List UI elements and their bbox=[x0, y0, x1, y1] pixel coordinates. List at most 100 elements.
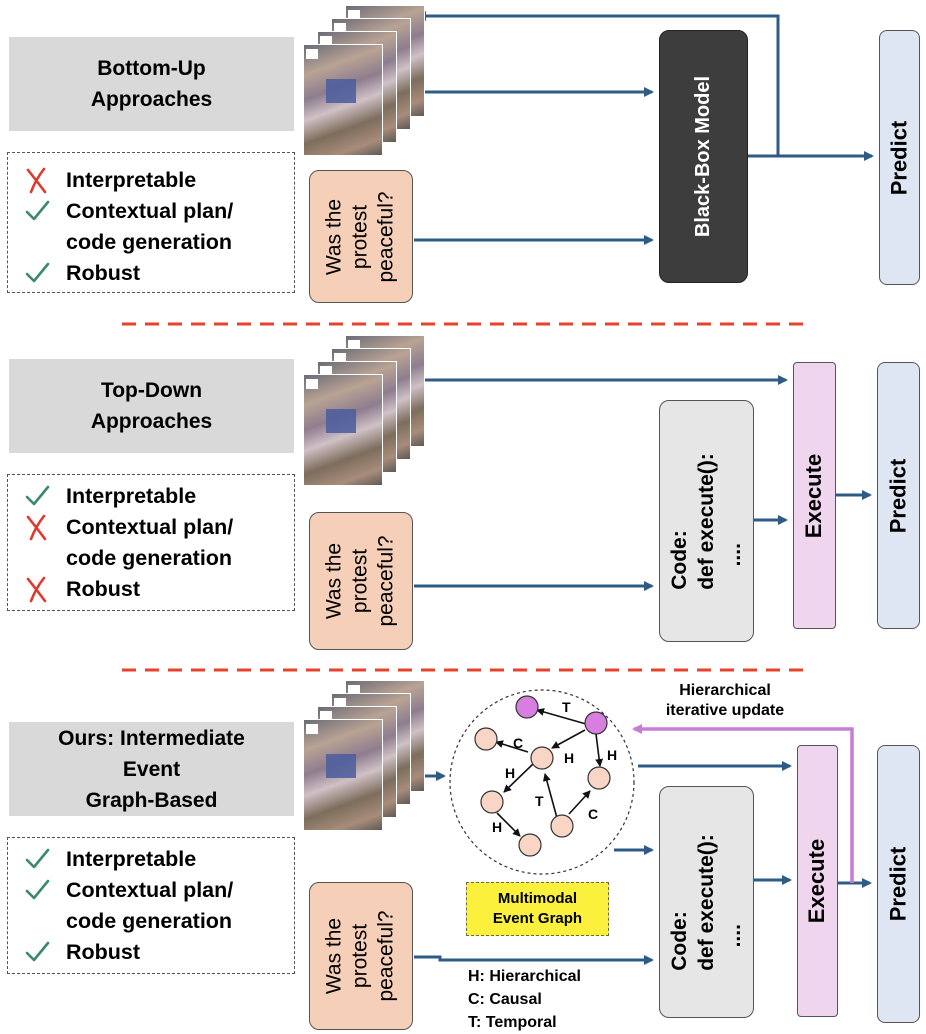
video-frame bbox=[303, 44, 383, 156]
graph-node-event bbox=[515, 695, 539, 719]
black-box-model: Black-Box Model bbox=[659, 30, 748, 283]
approach-title: Top-Down Approaches bbox=[90, 379, 213, 433]
hierarchical-update-label: Hierarchical iterative update bbox=[650, 681, 800, 721]
predict-box: Predict bbox=[877, 745, 920, 1023]
question-box: Was the protest peaceful? bbox=[309, 170, 413, 303]
model-label: Black-Box Model bbox=[692, 75, 714, 238]
video-frames bbox=[303, 5, 425, 156]
predict-label: Predict bbox=[886, 120, 912, 195]
graph-edge-label: C bbox=[588, 806, 598, 822]
graph-node bbox=[587, 766, 611, 790]
property-row: Robust bbox=[8, 937, 296, 968]
graph-edge-label: H bbox=[505, 765, 515, 781]
properties-box-bottom-up: Interpretable Contextual plan/ code gene… bbox=[7, 152, 295, 293]
graph-node bbox=[550, 814, 574, 838]
code-text: Code: def execute(): .... bbox=[668, 833, 745, 971]
graph-edge-label: H bbox=[564, 750, 574, 766]
property-text: code generation bbox=[66, 546, 233, 570]
cross-icon bbox=[26, 576, 47, 603]
property-row: code generation bbox=[8, 906, 296, 937]
code-box: Code: def execute(): .... bbox=[659, 400, 754, 642]
property-row: Robust bbox=[8, 258, 296, 289]
graph-edge-label: C bbox=[513, 735, 523, 751]
approach-title: Bottom-Up Approaches bbox=[90, 57, 213, 111]
execute-label: Execute bbox=[801, 453, 827, 538]
legend-temporal: T: Temporal bbox=[468, 1014, 557, 1031]
check-icon bbox=[25, 485, 50, 506]
graph-edge bbox=[551, 729, 586, 749]
graph-node bbox=[530, 746, 554, 770]
video-frames bbox=[303, 335, 425, 486]
property-row: code generation bbox=[8, 543, 296, 574]
approach-title-top-down: Top-Down Approaches bbox=[9, 359, 294, 453]
predict-label: Predict bbox=[885, 458, 911, 533]
property-text: Robust bbox=[66, 577, 141, 601]
properties-box-top-down: Interpretable Contextual plan/ code gene… bbox=[7, 474, 295, 611]
property-row: Contextual plan/ bbox=[8, 875, 296, 906]
graph-node-event bbox=[584, 711, 608, 735]
property-row: Interpretable bbox=[8, 844, 296, 875]
question-text: Was the protest peaceful? bbox=[322, 535, 398, 627]
predict-label: Predict bbox=[885, 846, 911, 922]
video-frame bbox=[303, 374, 383, 486]
predict-box: Predict bbox=[877, 362, 920, 629]
check-icon bbox=[25, 262, 50, 283]
property-text: Interpretable bbox=[66, 168, 197, 192]
property-text: Robust bbox=[66, 261, 141, 285]
predict-box: Predict bbox=[879, 30, 920, 285]
approach-title: Ours: Intermediate Event Graph-Based bbox=[58, 726, 245, 812]
event-graph: T C H H H T C H bbox=[449, 689, 635, 875]
cross-icon bbox=[26, 167, 47, 194]
property-text: Contextual plan/ bbox=[66, 515, 234, 539]
graph-node bbox=[474, 727, 498, 751]
multimodal-event-graph-label: Multimodal Event Graph bbox=[466, 882, 609, 936]
property-text: Interpretable bbox=[66, 847, 197, 871]
question-box: Was the protest peaceful? bbox=[309, 512, 413, 650]
graph-node bbox=[480, 790, 504, 814]
graph-edge-label: T bbox=[535, 793, 544, 809]
video-frame bbox=[303, 719, 383, 831]
graph-edge bbox=[542, 773, 558, 819]
question-text: Was the protest peaceful? bbox=[322, 190, 398, 283]
arrow-hierarchical-update bbox=[632, 724, 854, 883]
check-icon bbox=[25, 879, 50, 900]
property-text: Interpretable bbox=[66, 484, 197, 508]
property-row: Interpretable bbox=[8, 481, 296, 512]
approach-title-bottom-up: Bottom-Up Approaches bbox=[9, 37, 294, 131]
properties-box-ours: Interpretable Contextual plan/ code gene… bbox=[7, 837, 295, 974]
property-text: code generation bbox=[66, 909, 233, 933]
video-frames bbox=[303, 680, 425, 831]
graph-node bbox=[518, 833, 542, 857]
property-row: Contextual plan/ bbox=[8, 512, 296, 543]
property-row: Robust bbox=[8, 574, 296, 605]
property-text: Contextual plan/ bbox=[66, 878, 234, 902]
check-icon bbox=[25, 848, 50, 869]
graph-edge-label: H bbox=[492, 819, 502, 835]
graph-box-text: Multimodal Event Graph bbox=[492, 890, 583, 927]
property-row: code generation bbox=[8, 227, 296, 258]
execute-label: Execute bbox=[804, 838, 830, 924]
cross-icon bbox=[26, 514, 47, 541]
hierarchical-update-text: Hierarchical iterative update bbox=[665, 682, 785, 719]
property-text: code generation bbox=[66, 230, 233, 254]
graph-edge bbox=[536, 708, 587, 725]
graph-edge bbox=[503, 763, 534, 793]
arrow-question-to-code bbox=[414, 955, 654, 965]
graph-edge bbox=[595, 733, 604, 767]
question-box: Was the protest peaceful? bbox=[309, 882, 413, 1030]
code-text: Code: def execute(): .... bbox=[668, 452, 745, 590]
graph-edge-label: T bbox=[562, 699, 571, 715]
question-text: Was the protest peaceful? bbox=[322, 910, 398, 1002]
arrow-feedback-to-video bbox=[416, 11, 780, 156]
graph-edge bbox=[495, 740, 529, 753]
property-row: Interpretable bbox=[8, 165, 296, 196]
execute-box: Execute bbox=[797, 745, 838, 1017]
approach-title-ours: Ours: Intermediate Event Graph-Based bbox=[9, 722, 294, 816]
property-row: Contextual plan/ bbox=[8, 196, 296, 227]
graph-edge-label: H bbox=[607, 747, 617, 763]
legend-hierarchical: H: Hierarchical bbox=[468, 968, 581, 985]
graph-edge bbox=[568, 790, 591, 815]
legend-causal: C: Causal bbox=[468, 991, 542, 1008]
graph-edge bbox=[496, 812, 521, 837]
